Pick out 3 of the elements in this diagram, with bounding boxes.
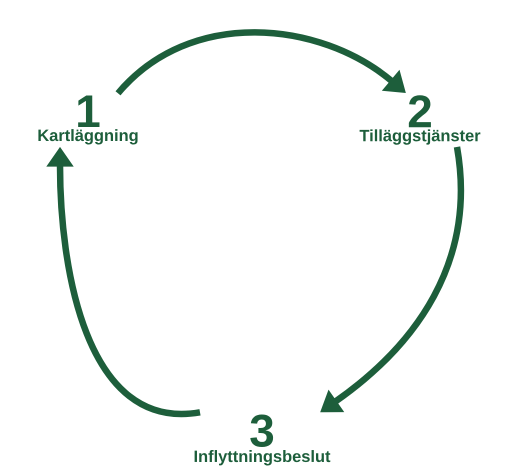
step-label: 3 Inflyttningsbeslut	[194, 414, 330, 466]
step-label: 1 Kartläggning	[38, 96, 138, 144]
step-label: 2 Tilläggstjänster	[360, 95, 480, 145]
